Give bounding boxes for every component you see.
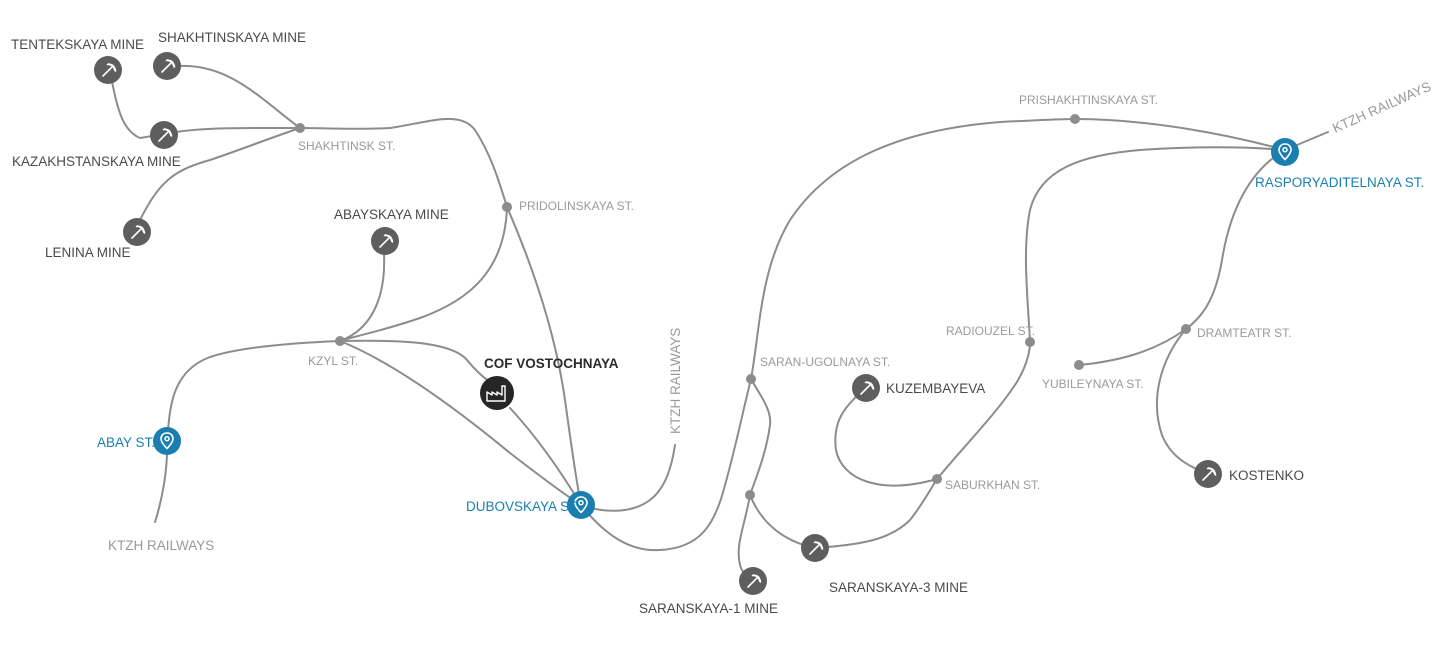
- mine-saranskaya-1[interactable]: [739, 567, 767, 595]
- rail-abayskaya-spur: [339, 253, 386, 342]
- label-shakhtinsk-st: SHAKHTINSK ST.: [298, 139, 395, 153]
- label-yubileynaya-st: YUBILEYNAYA ST.: [1042, 377, 1144, 391]
- label-abay-st: ABAY ST.: [97, 435, 155, 450]
- station-dot-kzyl[interactable]: [335, 336, 345, 346]
- rail-dramteatr-kostenko: [1155, 328, 1209, 475]
- rail-kazakhstanskaya-spur: [163, 126, 301, 135]
- rail-radiouzel-rasporyaditelnaya: [1024, 146, 1286, 343]
- rail-kzyl-dubovskaya: [339, 340, 582, 506]
- mine-lenina[interactable]: [123, 218, 151, 246]
- label-pridolinskaya-st: PRIDOLINSKAYA ST.: [519, 199, 634, 213]
- terminal-rasporyaditelnaya[interactable]: [1271, 138, 1299, 166]
- label-cof-vostochnaya: COF VOSTOCHNAYA: [484, 356, 619, 371]
- label-saburkhan-st: SABURKHAN ST.: [945, 478, 1040, 492]
- rail-pridolinskaya-kzyl: [339, 206, 508, 342]
- terminal-dubovskaya[interactable]: [567, 491, 595, 519]
- label-ktzh-railways-northeast: KTZH RAILWAYS: [1330, 79, 1433, 136]
- rail-yubileynaya-dramteatr: [1078, 328, 1187, 366]
- label-kazakhstanskaya: KAZAKHSTANSKAYA MINE: [12, 154, 181, 169]
- station-dot-saburkhan[interactable]: [932, 474, 942, 484]
- rail-kzyl-abay: [166, 340, 341, 442]
- station-dot-radiouzel[interactable]: [1025, 337, 1035, 347]
- plant-cof-vostochnaya[interactable]: [480, 376, 514, 410]
- rail-kzyl-cof: [339, 339, 493, 385]
- label-kzyl-st: KZYL ST.: [308, 354, 358, 368]
- label-tentekskaya: TENTEKSKAYA MINE: [11, 37, 144, 52]
- label-dubovskaya-st: DUBOVSKAYA ST.: [466, 499, 580, 514]
- mine-saranskaya-3[interactable]: [801, 534, 829, 562]
- label-abayskaya: ABAYSKAYA MINE: [334, 207, 449, 222]
- station-dot-saran-ugolnaya[interactable]: [746, 374, 756, 384]
- label-saranskaya-1: SARANSKAYA-1 MINE: [639, 601, 778, 616]
- rail-saran-prishakhtinskaya: [750, 118, 1076, 380]
- rail-pridolinskaya-dubovskaya: [506, 206, 582, 506]
- rail-saran-saranskaya1: [749, 378, 772, 496]
- label-ktzh-railways-central: KTZH RAILWAYS: [668, 328, 683, 434]
- mine-kostenko[interactable]: [1194, 460, 1222, 488]
- rail-cof-dubovskaya: [509, 407, 582, 506]
- rail-lenina-spur: [139, 127, 301, 221]
- label-rasporyaditelnaya-st: RASPORYADITELNAYA ST.: [1255, 175, 1424, 190]
- station-dot-pridolinskaya[interactable]: [502, 202, 512, 212]
- station-dots: [295, 114, 1191, 500]
- rail-shakhtinskaya-spur: [179, 64, 301, 129]
- rail-prishakhtinskaya-rasporyaditelnaya: [1074, 118, 1286, 151]
- mine-shakhtinskaya[interactable]: [153, 52, 181, 80]
- label-saran-ugolnaya-st: SARAN-UGOLNAYA ST.: [760, 355, 890, 369]
- station-dot-yubileynaya[interactable]: [1074, 360, 1084, 370]
- label-shakhtinskaya: SHAKHTINSKAYA MINE: [158, 30, 306, 45]
- station-dot-prishakhtinskaya[interactable]: [1070, 114, 1080, 124]
- rail-ktzh-central: [580, 444, 676, 512]
- mine-kazakhstanskaya[interactable]: [150, 121, 178, 149]
- rail-saranskaya3-saburkhan: [813, 478, 938, 549]
- label-saranskaya-3: SARANSKAYA-3 MINE: [829, 580, 968, 595]
- terminal-abay[interactable]: [153, 427, 181, 455]
- rail-rasporyaditelnaya-dramteatr: [1185, 149, 1286, 330]
- station-dot-shakhtinsk[interactable]: [295, 123, 305, 133]
- label-radiouzel-st: RADIOUZEL ST.: [946, 324, 1035, 338]
- rail-kuzembayeva-saburkhan: [834, 387, 938, 487]
- factory-icon: [486, 385, 506, 402]
- label-ktzh-railways-southwest: KTZH RAILWAYS: [108, 538, 214, 553]
- rail-saburkhan-radiouzel: [936, 341, 1031, 480]
- label-dramteatr-st: DRAMTEATR ST.: [1197, 326, 1291, 340]
- label-lenina: LENINA MINE: [45, 245, 131, 260]
- mine-kuzembayeva[interactable]: [852, 374, 880, 402]
- station-dot-junction-south[interactable]: [745, 490, 755, 500]
- mine-tentekskaya[interactable]: [94, 56, 122, 84]
- label-prishakhtinskaya-st: PRISHAKHTINSKAYA ST.: [1019, 93, 1158, 107]
- label-kostenko: KOSTENKO: [1229, 468, 1304, 483]
- mine-abayskaya[interactable]: [371, 227, 399, 255]
- rail-dubovskaya-saran: [580, 378, 752, 552]
- rail-shakhtinsk-pridolinskaya: [299, 117, 508, 208]
- station-dot-dramteatr[interactable]: [1181, 324, 1191, 334]
- label-kuzembayeva: KUZEMBAYEVA: [886, 381, 985, 396]
- rail-lines: [109, 64, 1329, 582]
